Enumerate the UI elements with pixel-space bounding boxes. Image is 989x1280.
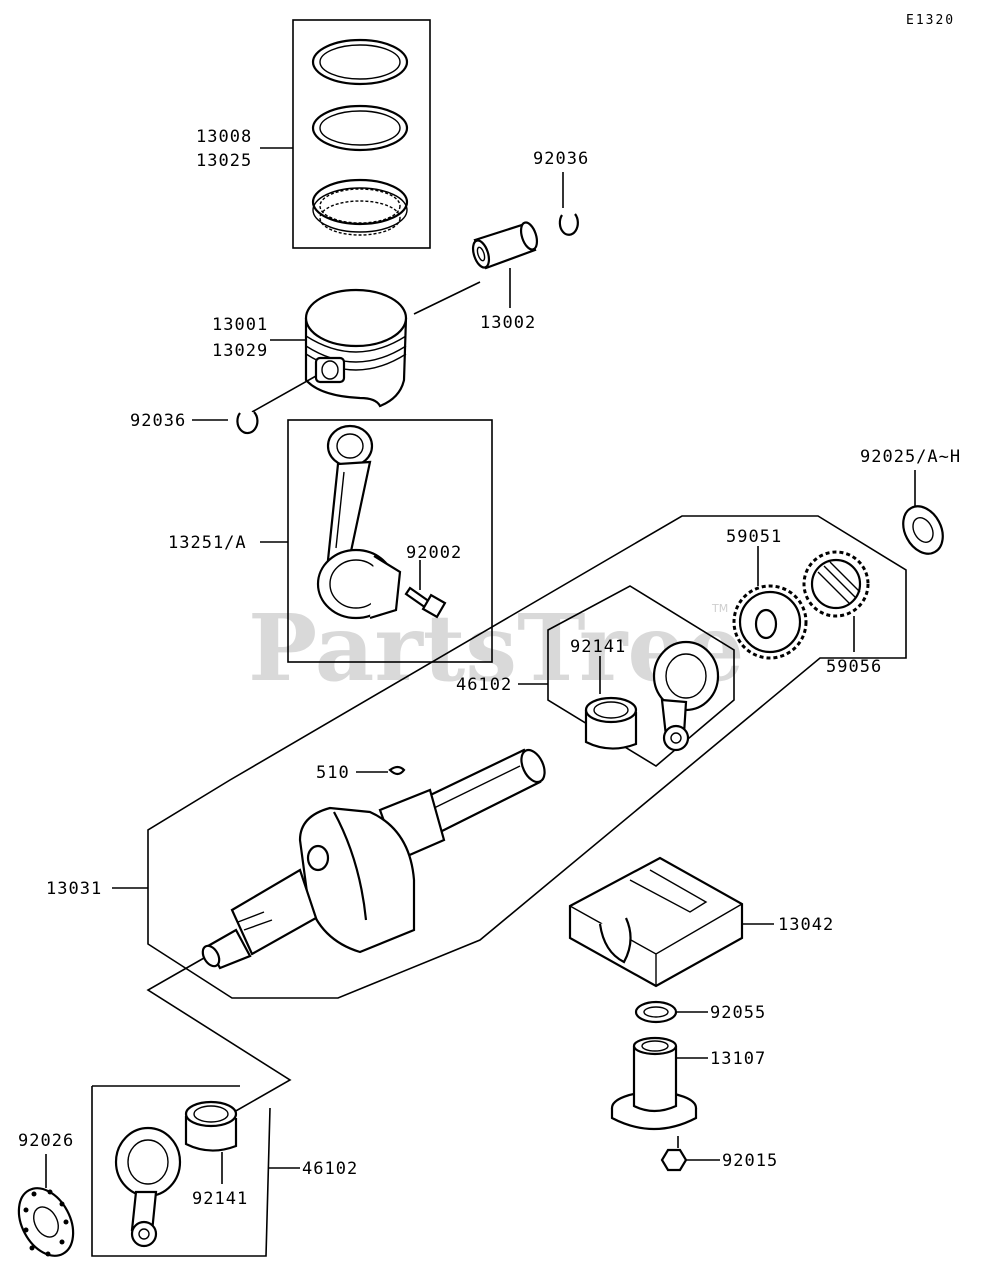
label-piston-13029: 13029: [212, 341, 268, 361]
label-ring-set-13025: 13025: [196, 151, 252, 171]
label-connecting-rod: 13251/A: [168, 533, 247, 553]
label-balancer-weight: 13042: [778, 915, 834, 935]
gear-59056[interactable]: [802, 550, 870, 618]
piston-ring-set[interactable]: [292, 19, 431, 249]
label-bushing-upper: 92141: [570, 637, 626, 657]
label-nut: 92015: [722, 1151, 778, 1171]
crankshaft[interactable]: [199, 746, 549, 970]
piston[interactable]: [304, 288, 408, 408]
rod-assembly-lower-outline: [91, 1085, 271, 1257]
snap-ring-top[interactable]: [558, 213, 579, 236]
label-rod-assembly-lower: 46102: [302, 1159, 358, 1179]
gear-59051[interactable]: [732, 584, 808, 660]
ring-set-box: [292, 19, 431, 249]
label-rod-bolt: 92002: [406, 543, 462, 563]
crank-to-rod-leader: [146, 957, 292, 1113]
watermark-trademark: TM: [711, 602, 728, 615]
woodruff-key[interactable]: [388, 765, 406, 776]
bushing-upper[interactable]: [584, 696, 638, 750]
label-piston-pin: 13002: [480, 313, 536, 333]
rod-assembly-upper-outline: [547, 585, 735, 767]
label-ring-set-13008: 13008: [196, 127, 252, 147]
label-piston-13001: 13001: [212, 315, 268, 335]
washer-mid[interactable]: [634, 1000, 678, 1024]
label-washer-top: 92025/A~H: [860, 447, 961, 467]
snap-ring-left[interactable]: [236, 411, 259, 435]
rod-lower[interactable]: [114, 1126, 182, 1248]
label-key: 510: [316, 763, 350, 783]
shaft-holder[interactable]: [610, 1036, 698, 1131]
label-shaft-holder: 13107: [710, 1049, 766, 1069]
label-plate: 92026: [18, 1131, 74, 1151]
label-rod-assembly-upper: 46102: [456, 675, 512, 695]
plate[interactable]: [8, 1179, 84, 1265]
connecting-rod[interactable]: [316, 424, 402, 620]
label-crankshaft: 13031: [46, 879, 102, 899]
connecting-rod-box: [287, 419, 493, 663]
nut[interactable]: [660, 1148, 688, 1172]
diagram-code: E1320: [906, 13, 955, 28]
label-snap-ring-left: 92036: [130, 411, 186, 431]
rod-bolt[interactable]: [404, 586, 447, 619]
label-bushing-lower: 92141: [192, 1189, 248, 1209]
bushing-lower[interactable]: [184, 1100, 238, 1152]
ring-oil: [311, 178, 409, 226]
label-gear-59056: 59056: [826, 657, 882, 677]
label-washer-mid: 92055: [710, 1003, 766, 1023]
ring-top: [311, 38, 409, 86]
crankshaft-assembly-outline: [147, 515, 907, 999]
label-gear-59051: 59051: [726, 527, 782, 547]
piston-pin[interactable]: [470, 221, 540, 270]
ring-middle: [311, 104, 409, 152]
rod-upper-small[interactable]: [652, 640, 720, 752]
balancer-weight[interactable]: [568, 856, 744, 988]
label-snap-ring-top: 92036: [533, 149, 589, 169]
washer-top[interactable]: [895, 499, 950, 560]
